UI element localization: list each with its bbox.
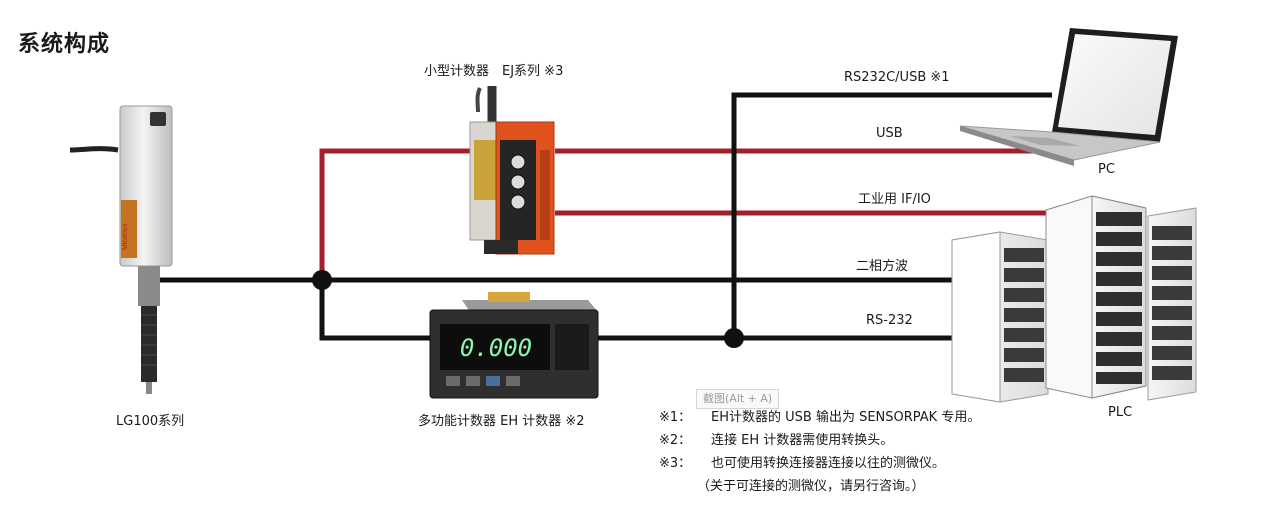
lg100-sensor-image: Mitutoyo [69,105,173,394]
plc-label: PLC [1108,405,1133,420]
footnote-1: ※1： EH计数器的 USB 输出为 SENSORPAK 专用。 [659,406,980,429]
usb-label: USB [876,126,903,141]
svg-text:Mitutoyo: Mitutoyo [122,223,129,250]
eh-counter-label: 多功能计数器 EH 计数器 ※2 [418,414,585,429]
rs232c-usb-cable [731,92,1052,338]
screenshot-tooltip: 截图(Alt + A) [696,389,780,409]
eh-display-value: 0.000 [460,334,532,362]
footnote-2: ※2： 连接 EH 计数器需使用转换头。 [659,429,980,452]
footnote-text: EH计数器的 USB 输出为 SENSORPAK 专用。 [711,410,981,425]
two-phase-label: 二相方波 [856,259,909,274]
page-title: 系统构成 [18,32,111,57]
junction-dot-right [724,328,744,348]
red-cables [319,148,1060,280]
footnote-extra: （关于可连接的测微仪，请另行咨询。） [697,479,925,494]
footnote-3: ※3： 也可使用转换连接器连接以往的测微仪。 [659,452,980,475]
rs232c-usb-label: RS232C/USB ※1 [844,70,950,85]
footnote-mark: ※1： [659,410,692,425]
plc-server-rack-left [951,231,1049,403]
plc-server-rack-right [1147,207,1197,401]
lg100-label: LG100系列 [116,414,185,429]
industrial-if-label: 工业用 IF/IO [858,192,931,207]
usb-cable [319,148,470,280]
footnotes: ※1： EH计数器的 USB 输出为 SENSORPAK 专用。 ※2： 连接 … [659,406,980,498]
black-cables [158,92,1052,341]
eh-input-cable [319,280,430,341]
footnote-text: 连接 EH 计数器需使用转换头。 [711,433,894,448]
footnote-mark: ※2： [659,433,692,448]
eh-counter-image [429,292,599,399]
ej-counter-image [469,86,555,255]
pc-laptop-image [959,28,1178,166]
ej-counter-label: 小型计数器 EJ系列 ※3 [424,64,564,79]
junction-dot-left [312,270,332,290]
pc-label: PC [1098,162,1115,177]
footnote-text: 也可使用转换连接器连接以往的测微仪。 [711,456,946,471]
plc-server-rack-center [1045,195,1147,399]
rs232-label: RS-232 [866,313,913,328]
footnote-mark: ※3： [659,456,692,471]
